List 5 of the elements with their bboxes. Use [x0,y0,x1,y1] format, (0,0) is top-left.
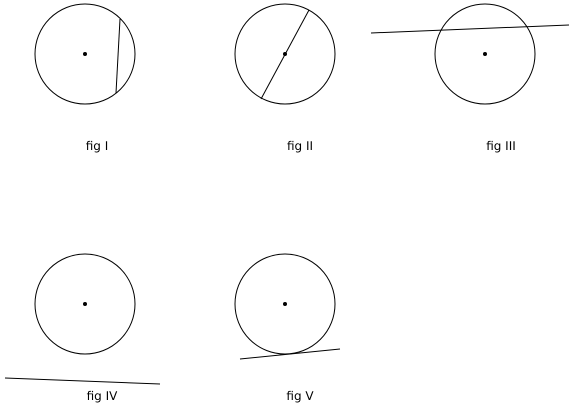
figure-caption: fig II [286,139,314,153]
figure-caption: fig III [486,139,516,153]
figure-caption: fig V [286,389,314,403]
figure-caption: fig IV [86,389,118,403]
figure-caption: fig I [86,139,108,153]
